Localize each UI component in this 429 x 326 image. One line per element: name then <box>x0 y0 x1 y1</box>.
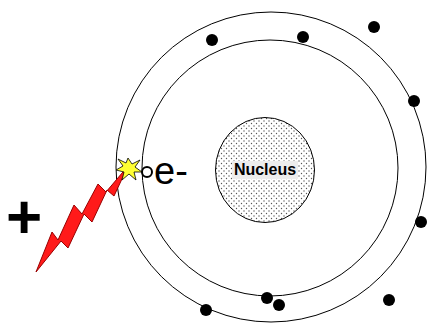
electrons <box>200 21 427 316</box>
electron <box>200 304 212 316</box>
electron <box>261 292 273 304</box>
electron <box>206 34 218 46</box>
charge-sign: + <box>6 186 42 248</box>
nucleus-circle <box>216 118 315 223</box>
electron <box>273 299 285 311</box>
outer-orbit <box>116 12 426 322</box>
electron <box>415 216 427 228</box>
nucleus: Nucleus <box>215 117 315 223</box>
electron <box>368 21 380 33</box>
electron-symbol: e- <box>154 152 188 190</box>
electron <box>408 95 420 107</box>
inner-orbit <box>142 40 398 296</box>
electron <box>383 294 395 306</box>
lightning-bolt <box>36 166 128 272</box>
spark <box>116 158 142 180</box>
electron <box>297 31 309 43</box>
ejected-electron <box>142 167 152 177</box>
nucleus-label: Nucleus <box>232 161 298 179</box>
